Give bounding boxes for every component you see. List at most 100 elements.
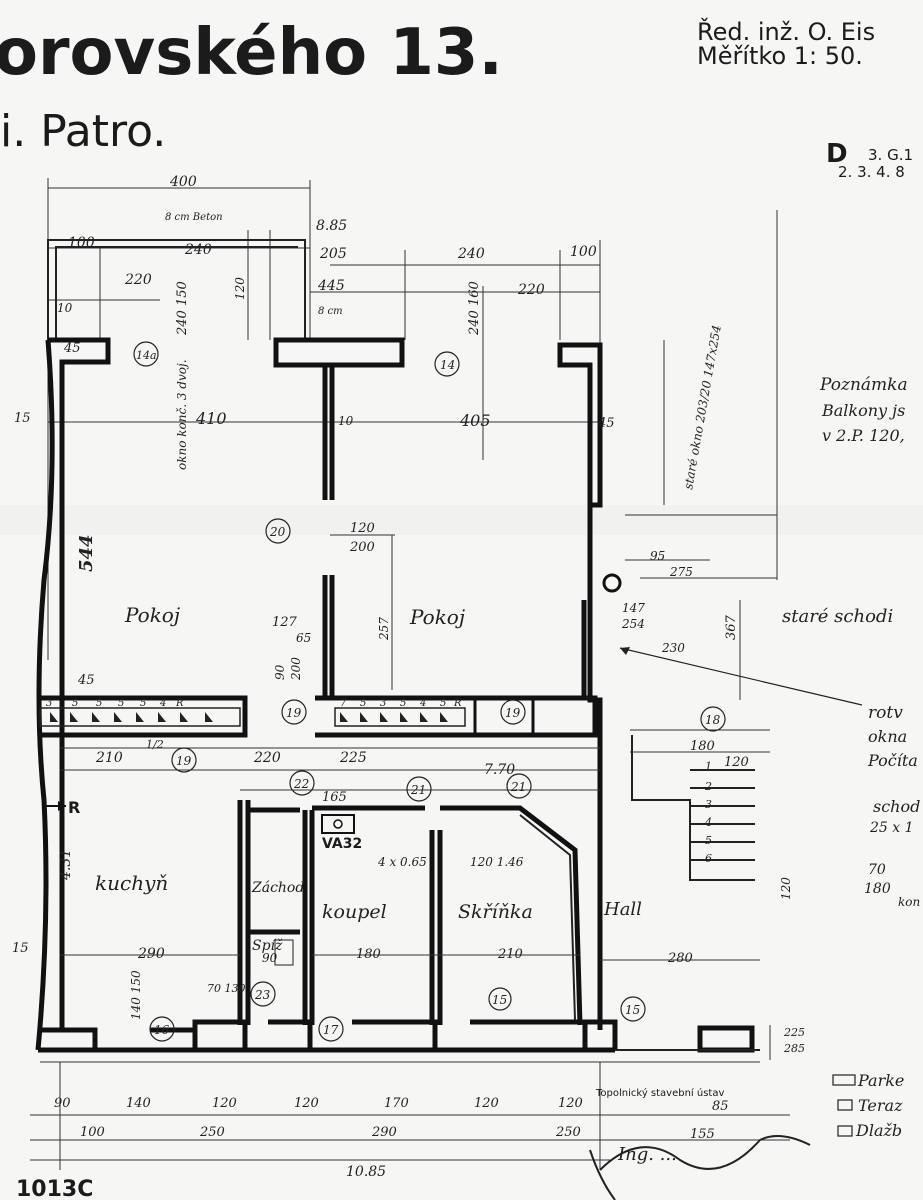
- note-okna: okna: [868, 727, 907, 746]
- dimension-label: 210: [497, 947, 523, 962]
- note-70: 70: [868, 862, 886, 878]
- dimension-label: 367: [724, 614, 739, 640]
- dimension-label: 7: [340, 698, 347, 709]
- plan-title: orovského 13.: [0, 16, 503, 90]
- dimension-label: 290: [137, 946, 165, 962]
- dimension-label: 257: [377, 617, 391, 641]
- legend-dlazba: Dlažb: [855, 1121, 902, 1140]
- dimension-label: R: [175, 698, 184, 709]
- room-circle-label: 20: [269, 525, 286, 539]
- room-circle-label: 15: [492, 993, 507, 1007]
- dimension-label: 225: [783, 1026, 805, 1039]
- dimension-label: 220: [517, 282, 545, 298]
- room-circle-label: 21: [510, 780, 526, 794]
- legend-parkety: Parke: [857, 1071, 904, 1090]
- dimension-label: 5: [118, 698, 124, 709]
- dimension-label: 5: [96, 698, 102, 709]
- dimension-label: 240 160: [467, 281, 482, 336]
- room-label-pokoj-left: Pokoj: [124, 603, 180, 627]
- dimension-label: 120: [724, 755, 749, 770]
- room-label-kuchyn: kuchyň: [95, 871, 168, 895]
- note-stare-schodi: staré schodi: [782, 606, 893, 627]
- dimension-label: 205: [319, 246, 347, 262]
- room-label-skrinka: Skříňka: [458, 901, 533, 923]
- dimension-label: 7.70: [484, 762, 515, 778]
- dimension-label: okno konč. 3 dvoj.: [175, 359, 189, 470]
- wc-symbol: [274, 939, 294, 966]
- dimension-label: 4.31: [58, 849, 74, 881]
- note-pocita: Počíta: [867, 751, 918, 770]
- note-schod-dim: 25 x 1: [869, 820, 914, 836]
- dimension-label: 45: [63, 341, 81, 356]
- room-circle-label: 19: [286, 706, 302, 720]
- washbasin-symbol: [321, 814, 355, 834]
- note-poznamka-line-1: Balkony js: [821, 401, 905, 420]
- dimension-label: 5: [140, 698, 146, 709]
- legend-teraco: Teraz: [858, 1096, 903, 1115]
- dimension-label: R: [453, 698, 462, 709]
- dimension-label: 220: [124, 272, 152, 288]
- dimension-label: 65: [296, 631, 311, 645]
- dimension-label: 90: [262, 951, 278, 965]
- dimension-label: 90: [273, 664, 287, 680]
- dimension-label: 5: [440, 698, 446, 709]
- dimension-label: 3: [380, 698, 386, 709]
- leader-arrow: [619, 647, 863, 706]
- dimension-label: 5: [360, 698, 366, 709]
- fraction-label: 1/2: [146, 738, 164, 751]
- stair-numbers: 1 2 3 4 5 6: [704, 760, 712, 865]
- corner-number: 1013C: [16, 1177, 93, 1200]
- dimension-label: 127: [272, 615, 298, 630]
- dimension-labels: 400 8 cm Beton 8.85 100 240 205 240 100 …: [12, 174, 805, 1180]
- dimension-label: 445: [317, 278, 345, 294]
- room-circle-label: 14a: [136, 349, 157, 362]
- dimension-label: 85: [712, 1099, 729, 1114]
- dimension-label: 155: [690, 1127, 715, 1142]
- dimension-label: 405: [459, 411, 491, 430]
- dimension-label: 4: [419, 698, 426, 709]
- dimension-label: 254: [621, 617, 645, 631]
- room-circle-label: 17: [323, 1023, 339, 1037]
- dimension-label: 544: [76, 534, 97, 572]
- dimension-label: 100: [68, 235, 95, 251]
- dimension-label: 250: [555, 1125, 581, 1140]
- dimension-label: 225: [339, 750, 367, 766]
- dimension-label: 45: [597, 416, 615, 431]
- dimension-label: 275: [669, 565, 693, 579]
- dimension-label: 120: [474, 1096, 499, 1111]
- dimension-label: 8 cm: [318, 306, 343, 317]
- sheet-letter: D: [826, 139, 848, 169]
- dimension-label: 200: [289, 657, 303, 681]
- dimension-label: 410: [195, 409, 227, 428]
- dimension-label: 140: [126, 1096, 151, 1111]
- room-label-va32: VA32: [322, 836, 362, 852]
- room-circle-label: 16: [154, 1023, 170, 1037]
- room-label-zachod: Záchod: [251, 880, 304, 896]
- dimension-label: 3: [705, 798, 712, 811]
- note-kon: kon: [898, 895, 920, 909]
- dimension-label: 4 x 0.65: [377, 855, 427, 869]
- dimension-label: 120: [558, 1096, 583, 1111]
- dimension-label: 220: [253, 750, 281, 766]
- legend-swatch-1: [832, 1074, 856, 1086]
- dimension-label: 120: [233, 277, 247, 300]
- dimension-label: 90: [54, 1096, 71, 1111]
- radiator-labels-left: 3 5 5 5 5 4 R: [46, 698, 184, 709]
- note-poznamka-line-2: v 2.P. 120,: [822, 426, 905, 445]
- r-letter: R: [68, 798, 80, 817]
- dimension-label: 240: [457, 246, 485, 262]
- dimension-label: 120 1.46: [470, 855, 524, 869]
- dimension-label: 210: [95, 750, 123, 766]
- radiator-left: [39, 707, 241, 727]
- dimension-label: 180: [690, 739, 715, 754]
- scale-label: Měřítko 1: 50.: [697, 42, 863, 70]
- dimension-label: 95: [650, 549, 665, 563]
- dimension-label: 3: [46, 698, 52, 709]
- dimension-label: 200: [349, 540, 375, 555]
- note-180: 180: [864, 881, 891, 897]
- dimension-label: 10: [57, 301, 73, 315]
- dimension-label: 240 150: [175, 281, 190, 336]
- dimension-label: 10.85: [346, 1164, 386, 1180]
- dimension-label: 120: [779, 877, 793, 900]
